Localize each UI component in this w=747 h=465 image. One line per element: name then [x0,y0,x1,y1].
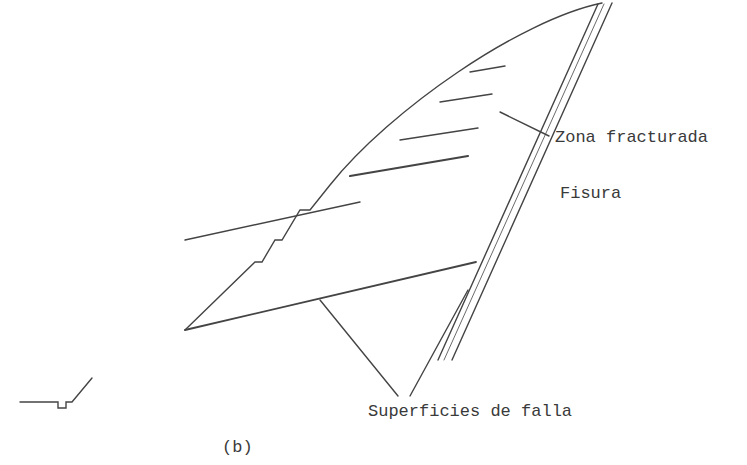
ground-symbol [20,378,92,408]
fissure-line [438,4,598,360]
fracture-line [400,128,478,140]
fracture-line [350,156,468,176]
leader-line [500,112,549,136]
part-label: Zona fracturada [555,128,708,148]
fissure-line [444,4,604,360]
leader-line [410,290,468,396]
part-label: Superficies de falla [368,402,572,422]
part-label: Fisura [560,184,621,204]
figure-label: (b) [222,438,253,458]
fracture-line [185,202,360,240]
fracture-line [470,66,505,72]
fracture-line [440,94,492,102]
failure-surface [185,262,476,330]
leader-line [320,300,398,396]
fissure-line [452,3,612,360]
